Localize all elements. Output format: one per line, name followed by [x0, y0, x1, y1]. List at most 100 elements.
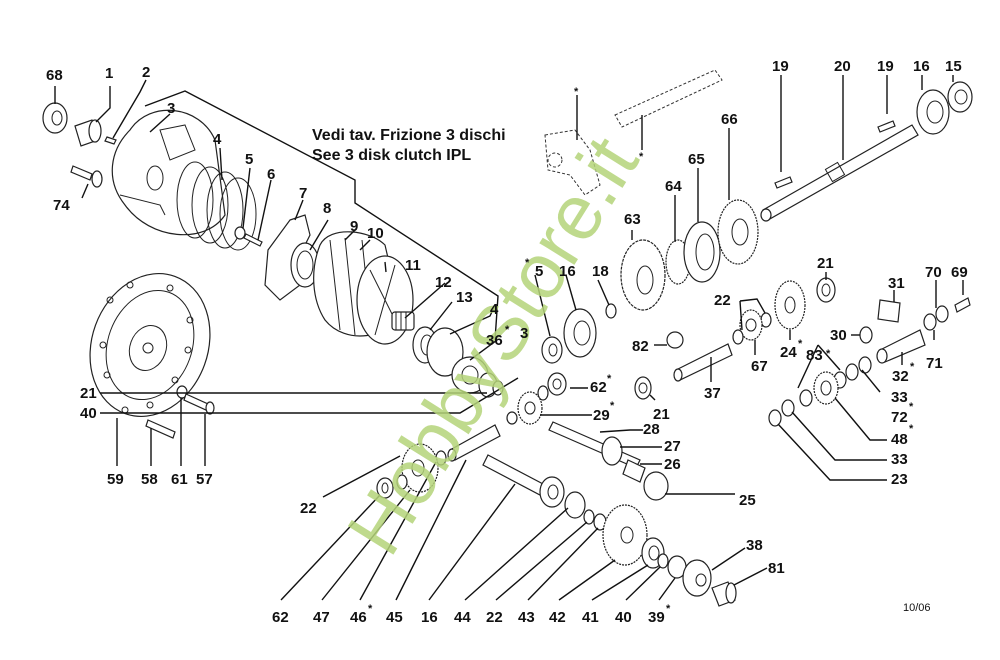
part-ring-low	[506, 411, 518, 425]
callout-labels: 68 1 2 3 74 4 5 6 7 8 9 10 11 12 13 4 36…	[46, 58, 968, 626]
part-2-pin	[104, 136, 117, 145]
part-30-ring	[859, 326, 873, 344]
callout-48: 48	[891, 431, 908, 448]
part-47-gear	[401, 443, 439, 493]
callout-43: 43	[518, 609, 535, 626]
callout-42: 42	[549, 609, 566, 626]
part-6-screw	[243, 233, 263, 247]
callout-33-upper: 33	[891, 389, 908, 406]
part-61-washer	[176, 385, 188, 399]
shift-rod-dashed	[614, 69, 723, 128]
callout-3-clutch: 3	[520, 325, 528, 342]
callout-82: 82	[632, 338, 649, 355]
callout-64: 64	[665, 178, 682, 195]
callout-24: 24	[780, 344, 797, 361]
part-57-bolt	[183, 393, 215, 415]
callout-46: 46	[350, 609, 367, 626]
callout-48-asterisk: *	[909, 423, 914, 435]
callout-72-asterisk: *	[909, 401, 914, 413]
callout-20: 20	[834, 58, 851, 75]
part-65-hub	[683, 221, 721, 283]
callout-18: 18	[592, 263, 609, 280]
part-20-shaft	[760, 124, 919, 222]
part-38-pulley	[682, 559, 712, 597]
callout-3: 3	[167, 100, 175, 117]
callout-19-right: 19	[877, 58, 894, 75]
callout-57: 57	[196, 471, 213, 488]
callout-71: 71	[926, 355, 943, 372]
part-26-hub	[622, 459, 646, 483]
callout-22-upper: 22	[714, 292, 731, 309]
callout-63: 63	[624, 211, 641, 228]
callout-68: 68	[46, 67, 63, 84]
callout-21-left: 21	[80, 385, 97, 402]
callout-31: 31	[888, 275, 905, 292]
part-66-sprocket	[717, 199, 759, 265]
part-82-bushing	[666, 331, 684, 349]
callout-16-bottom: 16	[421, 609, 438, 626]
callout-74: 74	[53, 197, 70, 214]
part-29-gear	[517, 391, 543, 425]
callout-19-left: 19	[772, 58, 789, 75]
callout-62-mid: 62	[590, 379, 607, 396]
part-24-sprocket	[774, 280, 806, 330]
callout-5-asterisk: *	[525, 257, 530, 269]
callout-2: 2	[142, 64, 150, 81]
parts-drawing	[42, 69, 973, 607]
callout-22-left: 22	[300, 500, 317, 517]
part-28-shaft	[548, 421, 641, 469]
callout-72: 72	[891, 409, 908, 426]
callout-16-mid: 16	[559, 263, 576, 280]
part-62-bearing-mid	[547, 372, 567, 396]
part-48-gear	[813, 371, 839, 405]
part-69-screw	[954, 297, 971, 313]
part-31-plate	[877, 299, 901, 323]
part-67-gear	[739, 309, 763, 341]
callout-24-asterisk: *	[798, 338, 803, 350]
part-25-circlip	[643, 471, 669, 501]
part-16-bearing-lower	[539, 476, 565, 508]
callout-14: 4	[490, 301, 499, 318]
callout-29: 29	[593, 407, 610, 424]
callout-30: 30	[830, 327, 847, 344]
callout-65: 65	[688, 151, 705, 168]
callout-21-right: 21	[817, 255, 834, 272]
part-33-ring-b	[781, 399, 795, 417]
callout-59: 59	[107, 471, 124, 488]
part-19-key-left	[774, 176, 793, 189]
part-63-sprocket	[620, 239, 666, 311]
part-70-ring	[935, 305, 949, 323]
part-1-bushing	[74, 119, 102, 147]
part-62-bearing-lower	[376, 477, 394, 499]
part-33-ring-a	[858, 356, 872, 374]
part-16-bearing-top	[916, 89, 950, 135]
callout-26: 26	[664, 456, 681, 473]
callout-38: 38	[746, 537, 763, 554]
callout-25: 25	[739, 492, 756, 509]
reference-note-english: See 3 disk clutch IPL	[312, 147, 471, 164]
part-16-bearing-mid	[563, 308, 597, 358]
callout-83-asterisk: *	[826, 348, 831, 360]
part-23-ring	[768, 409, 782, 427]
part-22-ring-lowest	[583, 509, 595, 525]
callout-8: 8	[323, 200, 331, 217]
part-83-ring-b	[799, 389, 813, 407]
part-71-ring	[923, 313, 937, 331]
part-14-disc	[426, 327, 464, 377]
part-27-gear	[601, 436, 623, 466]
callout-58: 58	[141, 471, 158, 488]
callout-1: 1	[105, 65, 113, 82]
callout-32: 32	[892, 368, 909, 385]
callout-41: 41	[582, 609, 599, 626]
part-15-seal	[947, 81, 973, 113]
part-21-bearing-mid	[634, 376, 652, 400]
shift-fork-dashed	[544, 129, 601, 196]
callout-36-asterisk: *	[505, 324, 510, 336]
callout-13: 13	[456, 289, 473, 306]
part-18-ring	[605, 303, 617, 319]
part-22-ring-lower-left	[396, 474, 408, 490]
callout-29-asterisk: *	[610, 400, 615, 412]
callout-16-top: 16	[913, 58, 930, 75]
part-37-shaft	[673, 343, 733, 382]
